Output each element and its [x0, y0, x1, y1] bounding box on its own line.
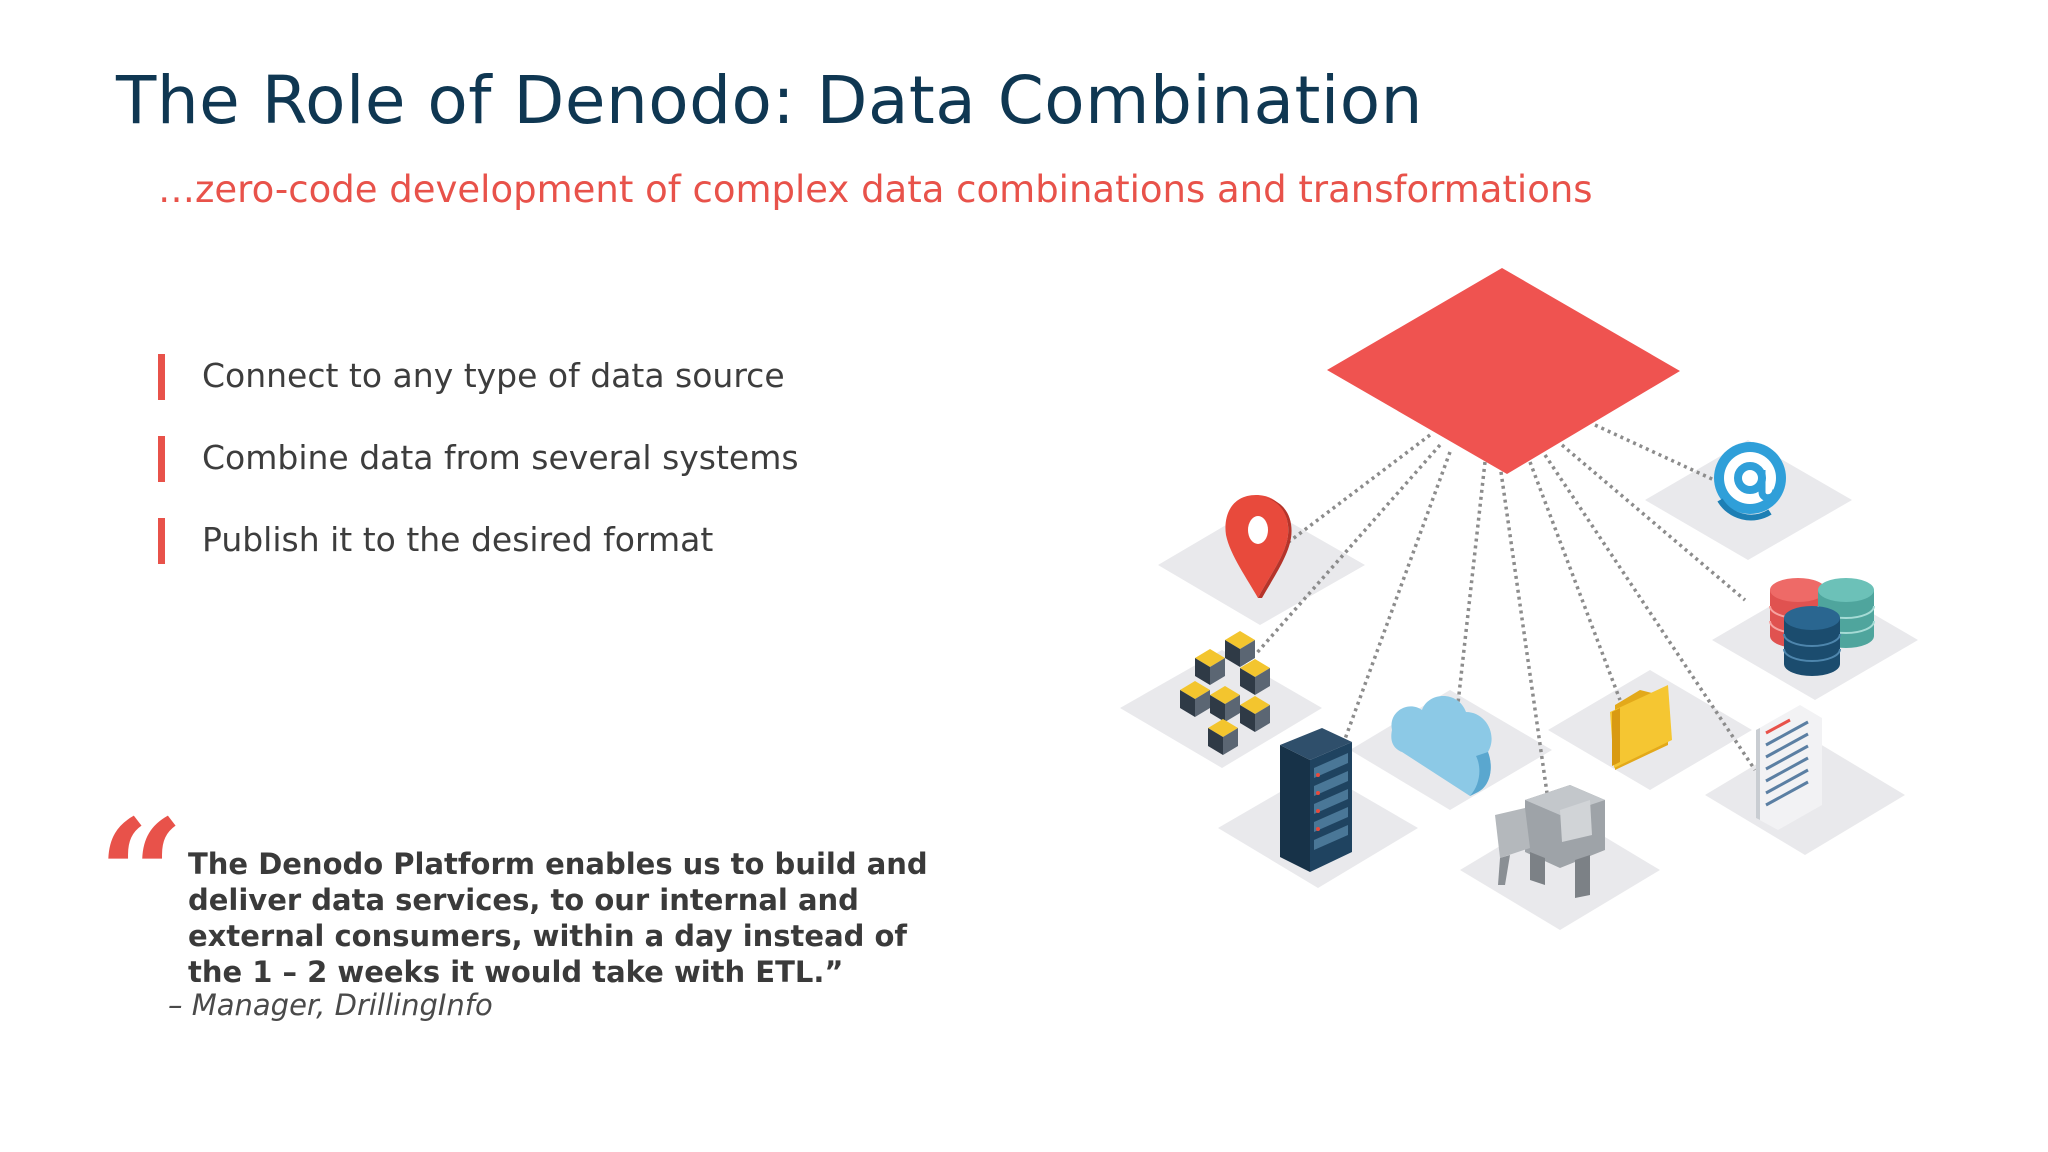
bullet-bar	[158, 436, 165, 482]
bullet-bar	[158, 518, 165, 564]
bullet-item: Combine data from several systems	[158, 436, 1058, 482]
slide-title: The Role of Denodo: Data Combination	[116, 62, 1423, 139]
document-icon	[1756, 705, 1822, 830]
cube	[1210, 686, 1240, 722]
hadoop-elephant-icon	[1495, 785, 1605, 898]
cube	[1180, 681, 1210, 717]
connector-lines	[1253, 423, 1757, 801]
quote-author: – Manager, DrillingInfo	[168, 988, 493, 1022]
cube-grid-icon	[1180, 631, 1270, 755]
customer-quote: The Denodo Platform enables us to build …	[188, 846, 988, 990]
bullet-text: Publish it to the desired format	[202, 520, 714, 559]
cube	[1195, 649, 1225, 685]
data-combination-diagram	[1120, 268, 1918, 930]
bullet-bar	[158, 354, 165, 400]
databases-icon	[1769, 578, 1875, 676]
cloud-icon	[1391, 696, 1492, 796]
folder-icon	[1610, 685, 1672, 770]
bullet-list: Connect to any type of data source Combi…	[158, 354, 1058, 600]
quote-mark-icon: “	[98, 787, 185, 963]
cube	[1240, 696, 1270, 732]
database	[1783, 606, 1841, 676]
quote-line: The Denodo Platform enables us to build …	[188, 847, 928, 881]
bullet-text: Connect to any type of data source	[202, 356, 785, 395]
bullet-item: Publish it to the desired format	[158, 518, 1058, 564]
bullet-text: Combine data from several systems	[202, 438, 799, 477]
cube	[1225, 631, 1255, 667]
quote-line: deliver data services, to our internal a…	[188, 883, 859, 917]
cube	[1208, 719, 1238, 755]
bullet-item: Connect to any type of data source	[158, 354, 1058, 400]
email-at-icon	[1714, 442, 1786, 521]
server-rack-icon	[1280, 728, 1352, 872]
map-pin-icon	[1225, 495, 1292, 598]
quote-line: external consumers, within a day instead…	[188, 919, 908, 953]
denodo-hub	[1327, 268, 1680, 474]
cube	[1240, 659, 1270, 695]
slide-subtitle: …zero-code development of complex data c…	[158, 168, 1593, 211]
quote-line: the 1 – 2 weeks it would take with ETL.”	[188, 955, 844, 989]
